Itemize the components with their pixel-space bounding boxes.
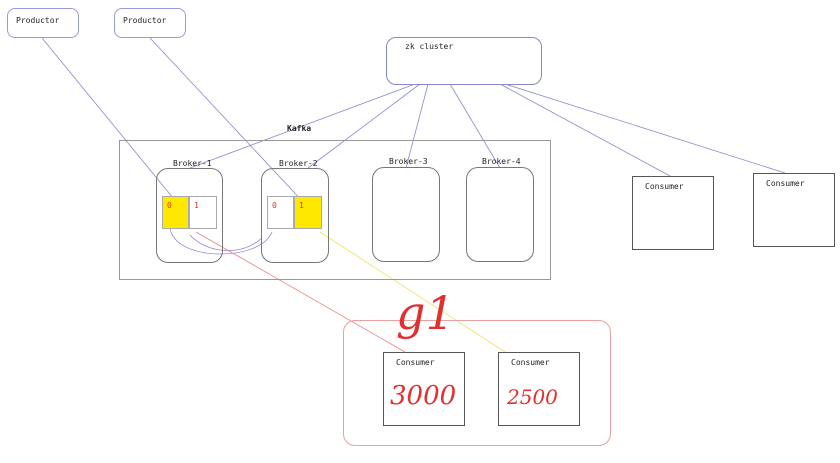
consumer-right-1[interactable]: Consumer <box>632 176 714 250</box>
producer-label-2: Productor <box>123 16 167 25</box>
group-consumer2-to-partition-line <box>319 231 506 353</box>
broker-box-1[interactable] <box>156 168 223 263</box>
zk-to-broker4-line <box>449 83 501 169</box>
kafka-cluster-box <box>119 140 551 280</box>
broker-box-3[interactable] <box>372 167 440 262</box>
broker-label-1: Broker-1 <box>173 159 212 168</box>
producer-box-2[interactable]: Productor <box>114 8 186 38</box>
broker-box-2[interactable] <box>261 168 329 263</box>
partition-b2-0[interactable]: 0 <box>267 196 294 229</box>
zk-to-consumer-right1-line <box>499 83 671 177</box>
replication-curve-2 <box>189 234 263 251</box>
producer-box-1[interactable]: Productor <box>7 8 79 38</box>
zk-cluster-label: zk cluster <box>405 42 454 51</box>
broker-label-2: Broker-2 <box>279 159 318 168</box>
zk-to-broker1-line <box>189 83 416 169</box>
group-consumer-label-2: Consumer <box>511 358 550 367</box>
partition-b1-0[interactable]: 0 <box>162 196 189 229</box>
group-handwritten-label: g1 <box>396 286 455 340</box>
zk-to-consumer-right2-line <box>504 83 786 174</box>
broker-label-4: Broker-4 <box>482 157 521 166</box>
zk-to-broker3-line <box>405 83 429 169</box>
kafka-label: Kafka <box>287 124 312 133</box>
producer1-to-broker1-line <box>41 37 179 205</box>
consumer-right-label-2: Consumer <box>766 179 805 188</box>
group-consumer-1[interactable]: Consumer 3000 <box>383 352 465 426</box>
partition-b2-1[interactable]: 1 <box>294 196 322 229</box>
consumer-right-label-1: Consumer <box>645 182 684 191</box>
broker-box-4[interactable] <box>466 167 534 262</box>
producer2-to-broker2-line <box>149 37 306 205</box>
group-consumer-note-2: 2500 <box>507 385 558 409</box>
group-consumer-2[interactable]: Consumer 2500 <box>498 352 580 426</box>
zk-to-broker2-line <box>307 83 421 169</box>
broker-label-3: Broker-3 <box>389 157 428 166</box>
partition-b1-1[interactable]: 1 <box>189 196 217 229</box>
consumer-group-box[interactable] <box>343 320 611 446</box>
group-consumer-note-1: 3000 <box>390 381 457 411</box>
producer-label-1: Productor <box>16 16 60 25</box>
consumer-right-2[interactable]: Consumer <box>753 173 835 247</box>
group-consumer1-to-partition-line <box>195 231 406 353</box>
group-consumer-label-1: Consumer <box>396 358 435 367</box>
zk-cluster-box[interactable]: zk cluster <box>386 37 542 85</box>
